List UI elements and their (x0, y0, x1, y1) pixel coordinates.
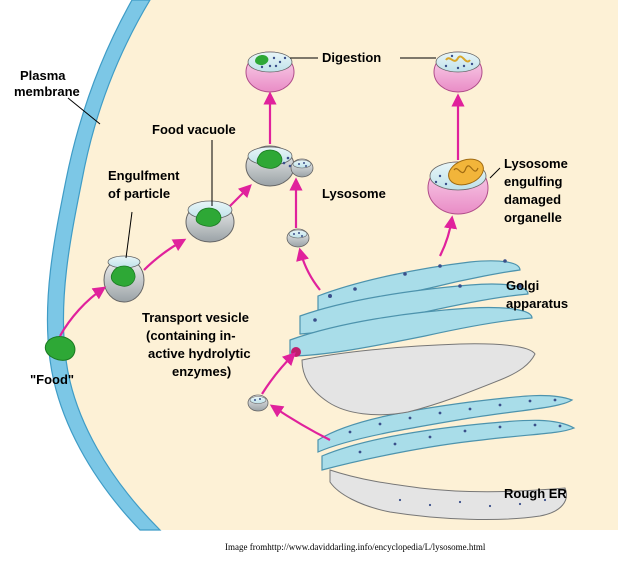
label-lysosome-engulfing-line2: engulfing (504, 174, 563, 189)
engulfment-vacuole (103, 255, 145, 303)
pathway-arrows (59, 91, 465, 441)
label-lysosome-engulfing-line3: damaged (504, 192, 561, 207)
label-transport-line2: (containing in- (146, 328, 236, 343)
label-engulfment-line2: of particle (108, 186, 170, 201)
label-rough-er: Rough ER (504, 486, 567, 501)
lysosome-vesicle (286, 228, 310, 248)
label-digestion: Digestion (322, 50, 381, 65)
label-transport-line1: Transport vesicle (142, 310, 249, 325)
digestion-vacuole-left (245, 51, 295, 93)
leader-lines (67, 57, 501, 259)
label-golgi-line1: Golgi (506, 278, 539, 293)
label-lysosome: Lysosome (322, 186, 386, 201)
label-food-vacuole: Food vacuole (152, 122, 236, 137)
food-vacuole-middle (185, 200, 235, 243)
label-plasma-membrane-line1: Plasma (20, 68, 66, 83)
image-credit: Image fromhttp://www.daviddarling.info/e… (225, 542, 486, 552)
label-engulfment-line1: Engulfment (108, 168, 180, 183)
transport-vesicle (247, 394, 269, 412)
label-plasma-membrane-line2: membrane (14, 84, 80, 99)
label-lysosome-engulfing-line4: organelle (504, 210, 562, 225)
label-transport-line4: enzymes) (172, 364, 231, 379)
food-vacuole-upper (245, 145, 314, 187)
lysosome-engulfing-organelle (427, 158, 489, 215)
label-lysosome-engulfing-line1: Lysosome (504, 156, 568, 171)
plasma-membrane (46, 0, 162, 531)
food-particle (44, 336, 76, 361)
label-golgi-line2: apparatus (506, 296, 568, 311)
digestion-vacuole-right (433, 51, 483, 93)
cytoplasm (63, 0, 618, 530)
golgi-apparatus (289, 259, 536, 416)
label-transport-line3: active hydrolytic (148, 346, 251, 361)
label-food: "Food" (30, 372, 74, 387)
